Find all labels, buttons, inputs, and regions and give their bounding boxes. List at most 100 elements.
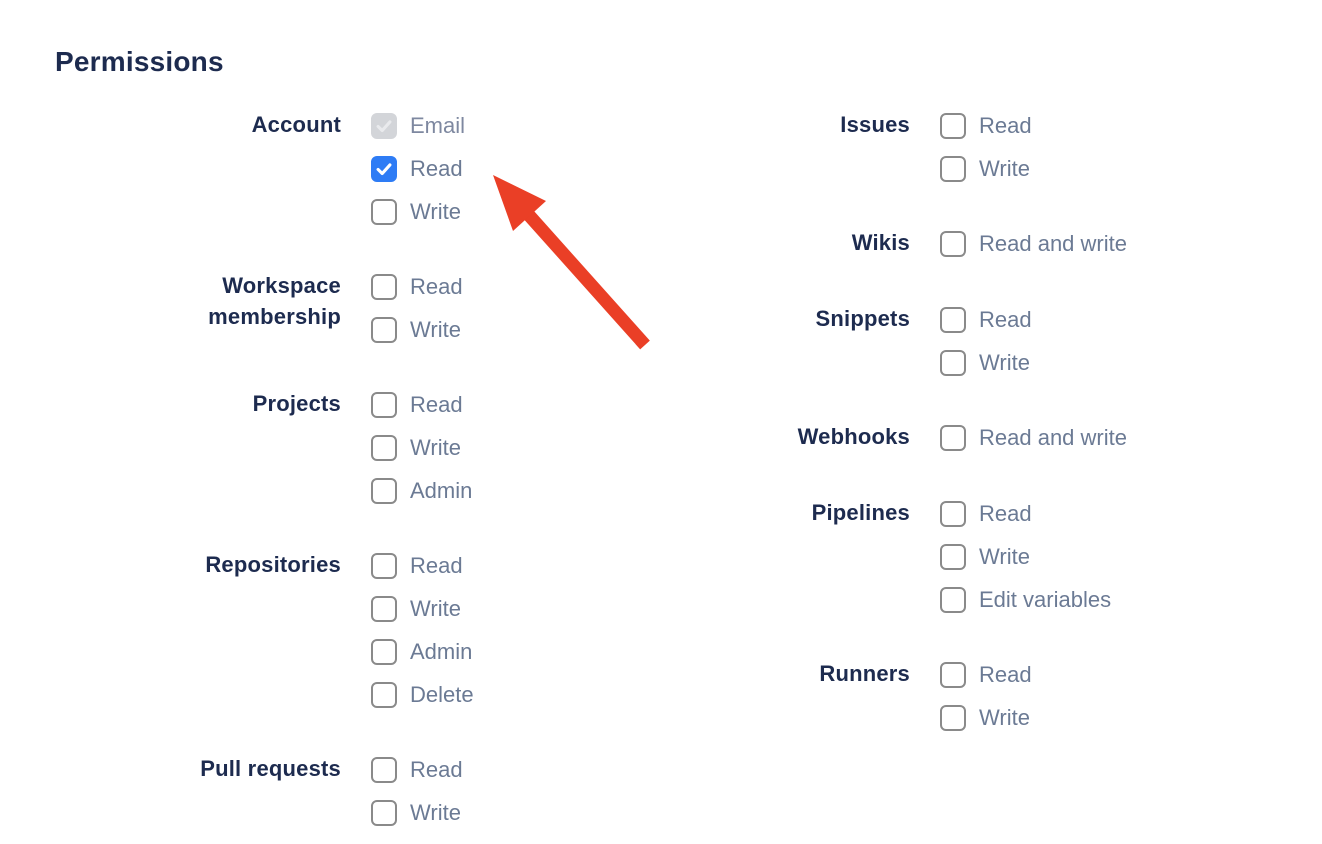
option-label-runners-read: Read bbox=[979, 661, 1032, 687]
option-label-pipelines-edit-variables: Edit variables bbox=[979, 586, 1112, 612]
red-arrow-head bbox=[493, 175, 546, 231]
permission-group-webhooks: Webhooks Read and write bbox=[770, 424, 1127, 452]
option-label-repositories-write: Write bbox=[410, 595, 461, 621]
option-label-workspace-membership-read: Read bbox=[410, 273, 463, 299]
option-label-workspace-membership-write: Write bbox=[410, 316, 461, 342]
option-projects-write[interactable]: Write bbox=[371, 434, 472, 461]
option-label-pull-requests-write: Write bbox=[410, 799, 461, 825]
check-icon bbox=[376, 119, 392, 132]
option-label-runners-write: Write bbox=[979, 704, 1030, 730]
option-label-projects-read: Read bbox=[410, 391, 463, 417]
checkbox-repositories-delete[interactable] bbox=[371, 681, 397, 708]
checkbox-projects-write[interactable] bbox=[371, 434, 397, 461]
option-projects-read[interactable]: Read bbox=[371, 391, 472, 418]
checkbox-pipelines-edit-variables[interactable] bbox=[940, 586, 966, 613]
checkbox-account-read[interactable] bbox=[371, 155, 397, 182]
option-wikis-read-and-write[interactable]: Read and write bbox=[940, 230, 1127, 257]
checkbox-webhooks-read-and-write[interactable] bbox=[940, 424, 966, 451]
option-label-pipelines-write: Write bbox=[979, 543, 1030, 569]
option-label-snippets-read: Read bbox=[979, 306, 1032, 332]
checkbox-workspace-membership-write[interactable] bbox=[371, 316, 397, 343]
group-label-runners: Runners bbox=[819, 661, 910, 686]
option-pipelines-edit-variables[interactable]: Edit variables bbox=[940, 586, 1111, 613]
group-label-workspace-membership: Workspace membership bbox=[208, 273, 341, 329]
check-icon bbox=[376, 162, 392, 175]
option-repositories-admin[interactable]: Admin bbox=[371, 638, 474, 665]
checkbox-snippets-write[interactable] bbox=[940, 349, 966, 376]
option-runners-read[interactable]: Read bbox=[940, 661, 1032, 688]
checkbox-runners-write[interactable] bbox=[940, 704, 966, 731]
red-arrow-shaft bbox=[522, 208, 650, 350]
option-projects-admin[interactable]: Admin bbox=[371, 477, 472, 504]
group-label-webhooks: Webhooks bbox=[797, 424, 910, 449]
option-workspace-membership-write[interactable]: Write bbox=[371, 316, 463, 343]
option-snippets-write[interactable]: Write bbox=[940, 349, 1032, 376]
checkbox-pull-requests-read[interactable] bbox=[371, 756, 397, 783]
checkbox-wikis-read-and-write[interactable] bbox=[940, 230, 966, 257]
option-list: Read and write bbox=[940, 230, 1127, 258]
option-account-email: Email bbox=[371, 112, 465, 139]
option-repositories-write[interactable]: Write bbox=[371, 595, 474, 622]
option-label-account-email: Email bbox=[410, 112, 466, 138]
option-label-projects-admin: Admin bbox=[410, 477, 473, 503]
checkbox-workspace-membership-read[interactable] bbox=[371, 273, 397, 300]
checkbox-repositories-admin[interactable] bbox=[371, 638, 397, 665]
group-label-pipelines: Pipelines bbox=[811, 500, 910, 525]
checkbox-pull-requests-write[interactable] bbox=[371, 799, 397, 826]
option-pipelines-read[interactable]: Read bbox=[940, 500, 1111, 527]
option-account-write[interactable]: Write bbox=[371, 198, 465, 225]
option-repositories-delete[interactable]: Delete bbox=[371, 681, 474, 708]
checkbox-pipelines-write[interactable] bbox=[940, 543, 966, 570]
option-runners-write[interactable]: Write bbox=[940, 704, 1032, 731]
option-issues-write[interactable]: Write bbox=[940, 155, 1032, 182]
option-label-account-write: Write bbox=[410, 198, 461, 224]
checkbox-runners-read[interactable] bbox=[940, 661, 966, 688]
checkbox-projects-admin[interactable] bbox=[371, 477, 397, 504]
option-label-pull-requests-read: Read bbox=[410, 756, 463, 782]
option-label-issues-write: Write bbox=[979, 155, 1030, 181]
checkbox-snippets-read[interactable] bbox=[940, 306, 966, 333]
option-label-repositories-admin: Admin bbox=[410, 638, 473, 664]
option-pull-requests-write[interactable]: Write bbox=[371, 799, 463, 826]
option-webhooks-read-and-write[interactable]: Read and write bbox=[940, 424, 1127, 451]
group-label-projects: Projects bbox=[252, 391, 341, 416]
option-repositories-read[interactable]: Read bbox=[371, 552, 474, 579]
option-label-snippets-write: Write bbox=[979, 349, 1030, 375]
page-title: Permissions bbox=[55, 46, 224, 77]
option-pipelines-write[interactable]: Write bbox=[940, 543, 1111, 570]
checkbox-account-write[interactable] bbox=[371, 198, 397, 225]
checkbox-pipelines-read[interactable] bbox=[940, 500, 966, 527]
checkbox-issues-write[interactable] bbox=[940, 155, 966, 182]
checkbox-repositories-read[interactable] bbox=[371, 552, 397, 579]
checkbox-repositories-write[interactable] bbox=[371, 595, 397, 622]
option-workspace-membership-read[interactable]: Read bbox=[371, 273, 463, 300]
option-label-account-read: Read bbox=[410, 155, 463, 181]
option-snippets-read[interactable]: Read bbox=[940, 306, 1032, 333]
option-label-repositories-delete: Delete bbox=[410, 681, 474, 707]
option-issues-read[interactable]: Read bbox=[940, 112, 1032, 139]
option-account-read[interactable]: Read bbox=[371, 155, 465, 182]
option-pull-requests-read[interactable]: Read bbox=[371, 756, 463, 783]
option-label-projects-write: Write bbox=[410, 434, 461, 460]
checkbox-issues-read[interactable] bbox=[940, 112, 966, 139]
group-label-account: Account bbox=[251, 112, 341, 137]
checkbox-projects-read[interactable] bbox=[371, 391, 397, 418]
group-label-snippets: Snippets bbox=[815, 306, 910, 331]
